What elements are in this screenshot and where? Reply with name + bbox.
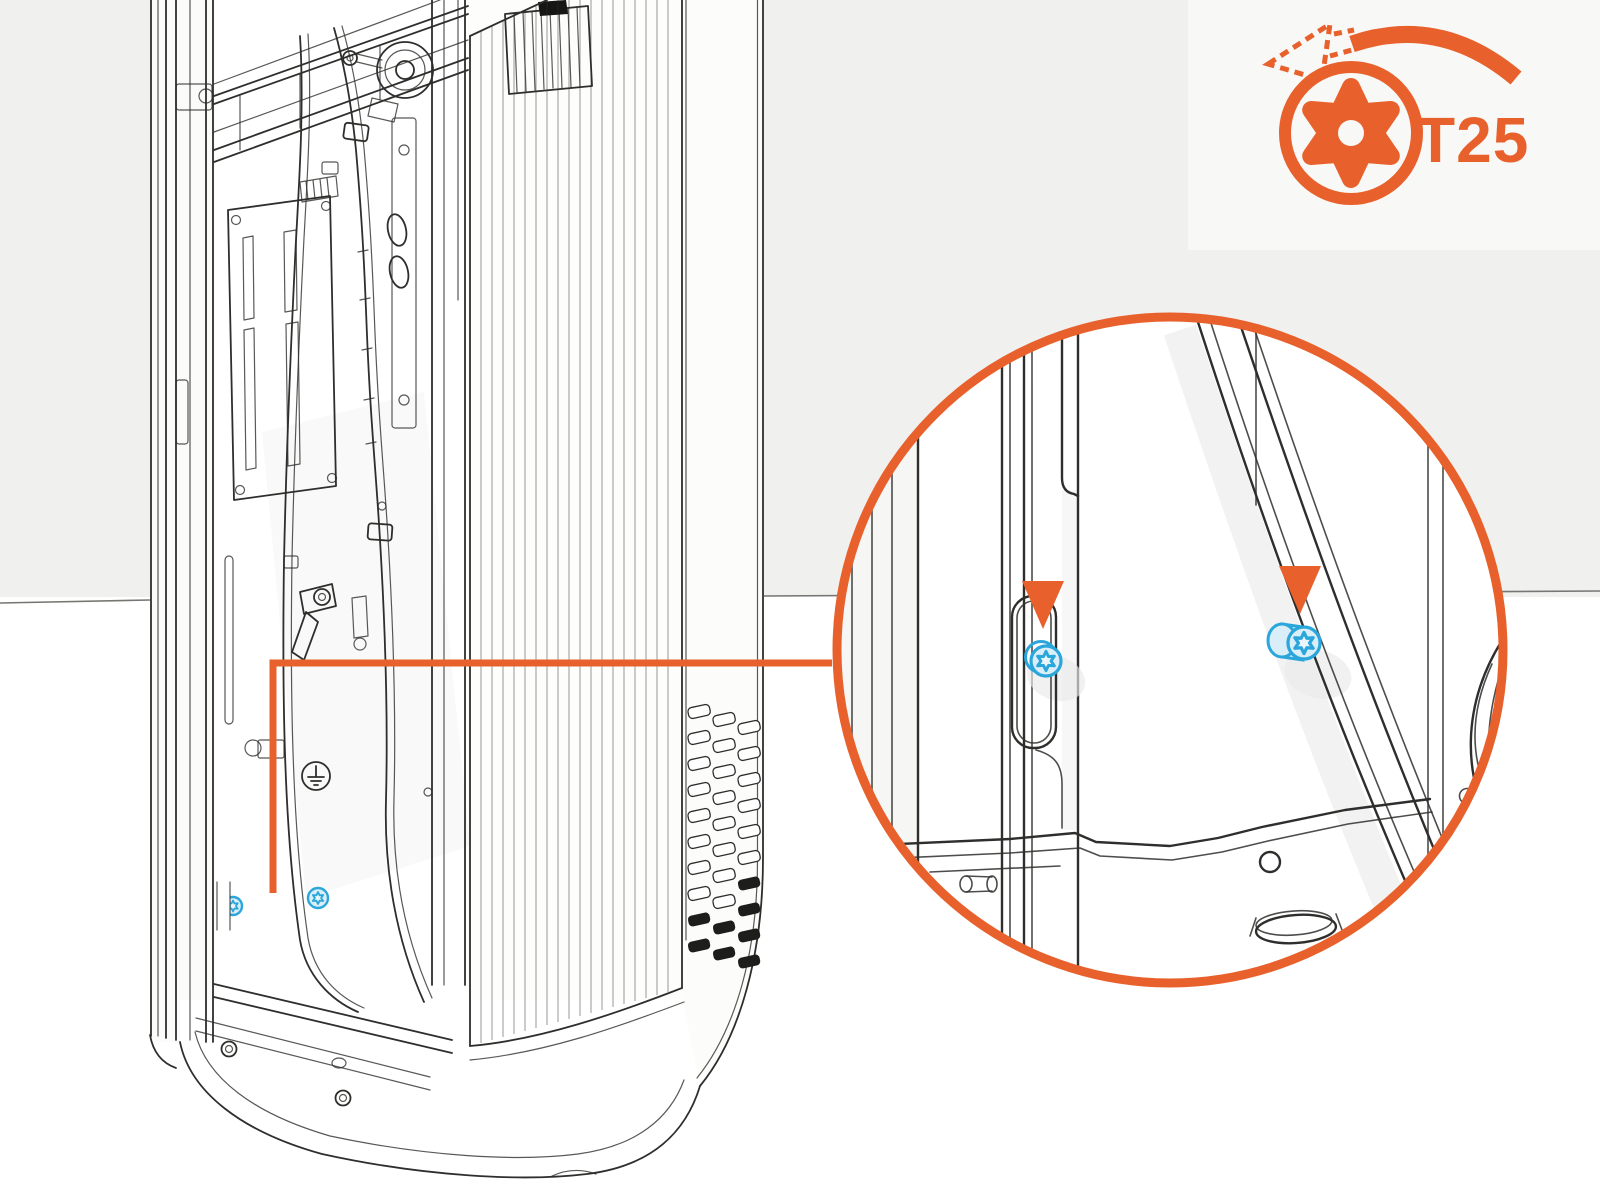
arrow-marker-right	[1279, 566, 1321, 614]
door-frame	[149, 0, 234, 1069]
wall-floor-line-left	[0, 599, 151, 604]
fluted-panel	[469, 0, 685, 1061]
cable-harness	[282, 25, 433, 1013]
base-bg	[180, 1000, 700, 1178]
fan-assembly	[342, 41, 434, 123]
base-plinth	[179, 1031, 701, 1179]
ground-symbol	[301, 761, 331, 791]
ccw-rotation-arrow-icon	[1262, 18, 1522, 85]
torx-bit-icon	[1279, 61, 1423, 205]
callout-leader-line	[269, 659, 832, 893]
torx-screw-marker-appliance-right	[306, 886, 330, 910]
torx-screw-marker-appliance-left	[216, 881, 244, 931]
door-jamb-panel	[150, 0, 215, 1042]
magnifier-ring	[832, 312, 1508, 988]
screw-marker-left	[1024, 640, 1063, 678]
screw-marker-right	[1266, 622, 1322, 662]
appliance-illustration	[149, 0, 764, 1179]
flange-overlap	[217, 884, 230, 928]
interior-frame	[377, 0, 466, 986]
hinge-bracket	[244, 583, 369, 759]
vent-grille	[687, 703, 761, 969]
fluted-panel-bg	[468, 0, 682, 1046]
base-rails	[195, 983, 453, 1107]
terminal-block	[504, 0, 593, 95]
magnifier-bg	[837, 317, 1503, 983]
t25-label: T25	[1416, 104, 1529, 176]
tool-badge: T25	[1262, 18, 1529, 205]
arrow-marker-left	[1022, 581, 1064, 629]
connector-block	[538, 0, 568, 16]
